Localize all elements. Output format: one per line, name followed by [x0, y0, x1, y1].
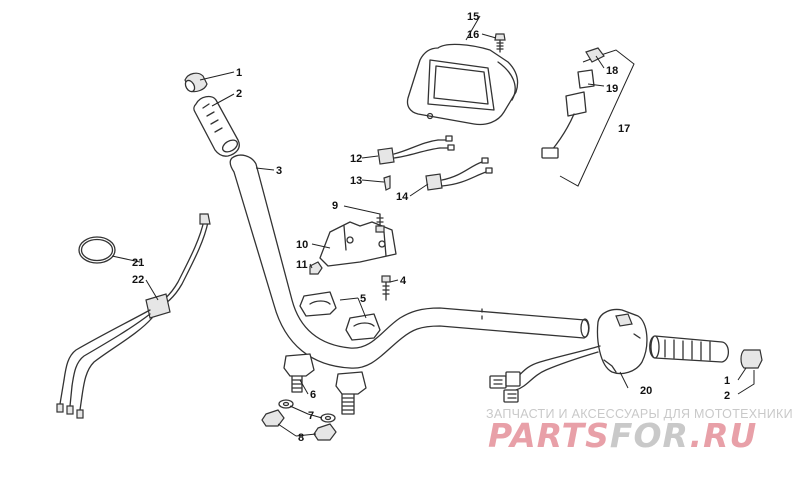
- nut-left: [261, 409, 285, 427]
- throttle-cable: [56, 213, 211, 419]
- callout-9: 9: [332, 200, 338, 212]
- key-switch: [541, 69, 595, 159]
- callout-18: 18: [606, 65, 618, 77]
- watermark-logo-ru: .RU: [690, 416, 758, 455]
- callout-2-right: 2: [724, 390, 730, 402]
- nut-right: [313, 423, 337, 441]
- callout-12: 12: [350, 153, 362, 165]
- callouts: 1 2 3 4 5 6 7 8 9 10 11 12 13 14 15 16 1…: [132, 11, 730, 444]
- right-heater-wire: [425, 157, 493, 191]
- callout-11: 11: [296, 259, 308, 271]
- watermark-logo-for: FOR: [610, 416, 690, 455]
- hose-clamp: [78, 236, 116, 264]
- left-end-cap: [184, 72, 208, 93]
- key-switch-bracket: [559, 49, 635, 187]
- callout-21: 21: [132, 257, 144, 269]
- riser-right: [335, 371, 367, 415]
- callout-4: 4: [400, 275, 407, 287]
- watermark-logo-parts: PARTS: [488, 416, 610, 455]
- left-grip: [193, 95, 240, 157]
- callout-15: 15: [467, 11, 479, 23]
- grip-heater-connector: [383, 175, 391, 191]
- riser-left: [283, 353, 315, 393]
- callout-7: 7: [308, 410, 314, 422]
- callout-14: 14: [396, 191, 409, 203]
- callout-1-left: 1: [236, 67, 242, 79]
- watermark-tagline: ЗАПЧАСТИ И АКСЕССУАРЫ ДЛЯ МОТОТЕХНИКИ: [486, 407, 793, 421]
- screw-9: [375, 213, 385, 233]
- callout-8: 8: [298, 432, 304, 444]
- callout-2-left: 2: [236, 88, 242, 100]
- screw-16: [494, 33, 506, 53]
- nut-11: [309, 261, 323, 275]
- callout-6: 6: [310, 389, 316, 401]
- right-grip: [649, 335, 730, 363]
- callout-20: 20: [640, 385, 652, 397]
- washer-right: [320, 413, 336, 423]
- callout-10: 10: [296, 239, 308, 251]
- washer-left: [278, 399, 294, 409]
- bracket: [319, 221, 397, 267]
- switch-housing: [596, 308, 648, 375]
- callout-16: 16: [467, 29, 479, 41]
- callout-17: 17: [618, 123, 630, 135]
- watermark: ЗАПЧАСТИ И АКСЕССУАРЫ ДЛЯ МОТОТЕХНИКИ PA…: [486, 407, 793, 455]
- watermark-logo: PARTSFOR.RU: [488, 416, 757, 455]
- right-end-cap: [740, 349, 763, 369]
- callout-19: 19: [606, 83, 618, 95]
- switch-harness: [489, 345, 601, 403]
- callout-13: 13: [350, 175, 362, 187]
- clamp-upper-left: [299, 291, 337, 317]
- key: [585, 47, 605, 63]
- left-heater-wire: [377, 135, 455, 165]
- callout-5: 5: [360, 293, 366, 305]
- screw-4: [381, 275, 391, 301]
- clamp-upper-right: [345, 313, 381, 341]
- callout-3: 3: [276, 165, 282, 177]
- callout-22: 22: [132, 274, 144, 286]
- handlebar: [229, 154, 590, 369]
- leader-lines: [111, 15, 755, 437]
- callout-1-right: 1: [724, 375, 730, 387]
- display-cover: [406, 43, 519, 126]
